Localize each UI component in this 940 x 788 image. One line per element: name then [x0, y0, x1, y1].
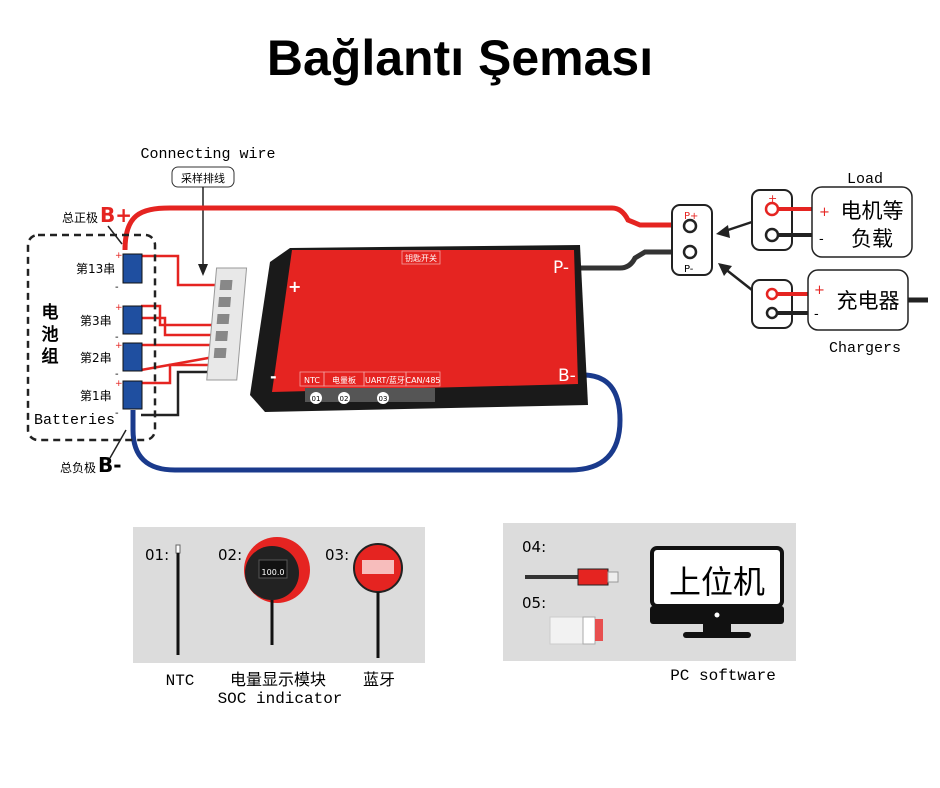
- item-03-number: 03:: [325, 546, 349, 564]
- load-connector: +: [751, 189, 815, 251]
- board-minus: -: [270, 367, 277, 386]
- port-soc: 电量板: [332, 375, 356, 385]
- svg-text:-: -: [814, 307, 819, 322]
- group-label-3: 组: [42, 346, 59, 367]
- svg-text:第13串: 第13串: [76, 262, 115, 276]
- bms-board: 钥匙开关 + - P- B- NTC 电量板 UART/蓝牙 CAN/485 0…: [250, 245, 588, 412]
- board-p-minus: P-: [553, 258, 569, 278]
- wire-label-cn: 采样排线: [181, 171, 225, 185]
- connecting-wire-label: Connecting wire: [140, 146, 275, 163]
- soc-label-cn: 电量显示模块: [230, 670, 326, 689]
- svg-text:充电器: 充电器: [837, 289, 900, 313]
- usb-cable-image: [525, 568, 619, 586]
- battery-cell-3: 第3串 + -: [80, 303, 143, 343]
- ntc-label: NTC: [166, 672, 195, 690]
- total-positive-label: 总正极: [62, 211, 98, 225]
- svg-text:+: +: [814, 283, 825, 298]
- svg-text:第1串: 第1串: [80, 389, 112, 403]
- group-label-2: 池: [42, 324, 59, 345]
- svg-text:P+: P+: [684, 211, 698, 222]
- b-plus-label: B+: [100, 203, 132, 227]
- item-01-number: 01:: [145, 546, 169, 564]
- pc-screen-text: 上位机: [669, 563, 765, 601]
- svg-text:-: -: [115, 369, 119, 380]
- svg-text:P-: P-: [684, 264, 694, 275]
- battery-cell-2: 第2串 + -: [80, 341, 143, 380]
- svg-text:+: +: [115, 251, 123, 261]
- item-04-number: 04:: [522, 538, 546, 556]
- key-switch-label: 钥匙开关: [405, 253, 437, 263]
- p-minus-wire: [575, 249, 690, 271]
- item-02-number: 02:: [218, 546, 242, 564]
- positive-wire: [122, 205, 690, 251]
- total-negative-label: 总负极: [60, 461, 96, 475]
- svg-text:01: 01: [312, 395, 321, 403]
- svg-text:-: -: [115, 282, 119, 293]
- chargers-label: Chargers: [829, 340, 901, 357]
- svg-text:100.0: 100.0: [262, 568, 285, 577]
- svg-text:+: +: [768, 192, 777, 205]
- arrow-head: [716, 225, 730, 238]
- ntc-sensor-image: [175, 544, 181, 655]
- usb-adapter-image: [549, 616, 603, 645]
- battery-group-box: [26, 233, 157, 442]
- svg-text:+: +: [115, 379, 123, 389]
- bluetooth-label: 蓝牙: [363, 670, 395, 689]
- svg-text:第2串: 第2串: [80, 351, 112, 365]
- board-b-minus: B-: [558, 366, 576, 386]
- port-can: CAN/485: [405, 376, 440, 385]
- load-label: Load: [847, 171, 883, 188]
- svg-text:电机等: 电机等: [841, 199, 904, 223]
- svg-text:第3串: 第3串: [80, 314, 112, 328]
- page-title: Bağlantı Şeması: [267, 30, 653, 86]
- port-ntc: NTC: [304, 376, 320, 385]
- port-uart: UART/蓝牙: [365, 375, 405, 385]
- charger-box: + - 充电器: [807, 269, 928, 331]
- svg-text:-: -: [819, 232, 824, 247]
- b-minus-arrow: [109, 429, 127, 459]
- svg-text:+: +: [819, 205, 830, 220]
- svg-text:02: 02: [340, 395, 349, 403]
- output-connector: P+ P-: [671, 204, 713, 276]
- b-minus-label: B-: [98, 453, 122, 477]
- svg-text:-: -: [115, 408, 119, 419]
- svg-text:+: +: [115, 341, 123, 351]
- monitor-icon: 上位机: [650, 546, 784, 638]
- svg-text:负载: 负载: [851, 227, 893, 251]
- group-label-1: 电: [42, 302, 59, 323]
- soc-label-en: SOC indicator: [218, 690, 343, 708]
- svg-text:03: 03: [379, 395, 388, 403]
- load-box: + - 电机等 负载: [811, 186, 913, 258]
- item-05-number: 05:: [522, 594, 546, 612]
- bluetooth-module-image: [353, 543, 403, 658]
- charger-arrow: [723, 267, 753, 291]
- arrow-head: [198, 264, 208, 276]
- board-plus: +: [288, 277, 301, 296]
- pc-software-label: PC software: [670, 667, 776, 685]
- sample-connector: [206, 267, 248, 381]
- b-minus-wire: [130, 372, 623, 473]
- charger-connector: [751, 279, 812, 329]
- b-plus-arrow: [107, 225, 123, 245]
- batteries-label: Batteries: [34, 412, 115, 429]
- soc-indicator-image: 100.0: [244, 537, 310, 645]
- arrow-head: [718, 263, 732, 276]
- battery-cell-13: 第13串 + -: [76, 251, 143, 293]
- svg-text:-: -: [115, 332, 119, 343]
- svg-text:+: +: [115, 303, 123, 313]
- battery-cell-1: 第1串 + -: [80, 379, 143, 419]
